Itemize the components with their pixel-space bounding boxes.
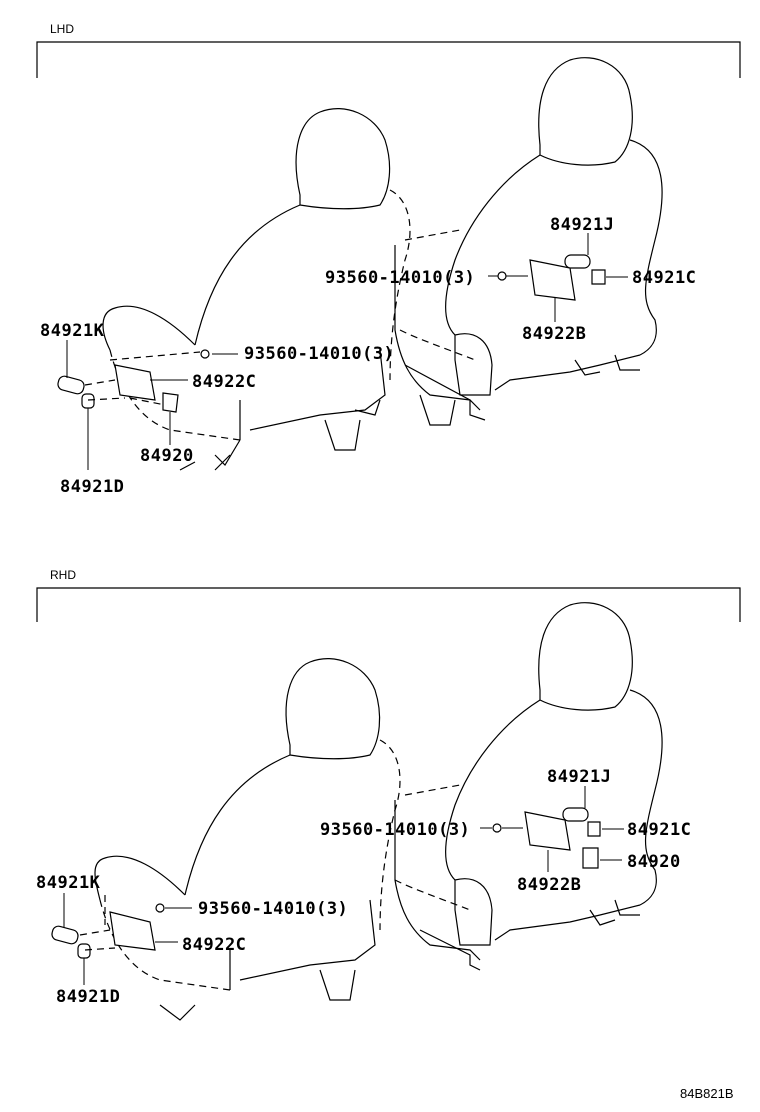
seat-right-lhd	[394, 57, 663, 426]
headrest	[538, 602, 633, 711]
switch-84922B	[524, 811, 571, 851]
label-93560-right-rhd: 93560-14010(3)	[320, 820, 470, 840]
figure-code: 84B821B	[680, 1086, 734, 1101]
seat-base	[419, 899, 640, 971]
cushion-dashed	[399, 229, 476, 361]
knob-84921C	[591, 269, 606, 285]
section-lhd: LHD	[36, 22, 741, 497]
parts-left-rhd	[51, 893, 192, 985]
seatback-front	[445, 154, 541, 336]
label-84920-lhd: 84920	[140, 446, 194, 466]
cushion-top	[94, 855, 186, 901]
label-84922B-lhd: 84922B	[522, 324, 586, 344]
section-rhd: RHD	[36, 568, 741, 1021]
headrest	[538, 57, 633, 166]
knob-84921K	[57, 375, 85, 395]
label-84921D-lhd: 84921D	[60, 477, 124, 497]
knob-84921J	[564, 254, 591, 269]
seat-left-lhd	[102, 108, 411, 471]
seat-bottom	[494, 354, 641, 391]
headrest	[295, 108, 391, 210]
leader-lines	[66, 340, 238, 470]
seatback-rear	[629, 689, 663, 906]
section-label-rhd: RHD	[50, 568, 76, 582]
label-93560-left-lhd: 93560-14010(3)	[244, 344, 394, 364]
seat-bottom	[494, 904, 641, 941]
seat-base	[159, 950, 356, 1021]
knob-84921C	[587, 821, 601, 837]
label-84920-rhd: 84920	[627, 852, 681, 872]
seatback-rear	[629, 139, 663, 356]
label-84922C-rhd: 84922C	[182, 935, 246, 955]
knob-84921D	[81, 393, 95, 409]
leader-lines	[63, 893, 192, 985]
knob-84921D	[77, 943, 91, 959]
label-93560-left-rhd: 93560-14010(3)	[198, 899, 348, 919]
label-84921K-lhd: 84921K	[40, 321, 105, 341]
section-label-lhd: LHD	[50, 22, 74, 36]
knob-84921J	[562, 807, 589, 822]
headrest	[285, 658, 381, 760]
cushion-side-dashed	[99, 899, 231, 991]
screw-icon	[200, 349, 210, 359]
assembly-dashes	[79, 895, 116, 951]
assembly-dashes	[84, 351, 201, 406]
seatback-front	[194, 204, 301, 346]
leader-lines	[480, 786, 624, 872]
seat-base	[214, 399, 381, 466]
label-84922C-lhd: 84922C	[192, 372, 256, 392]
seat-frame-lower	[249, 349, 386, 431]
label-84921J-rhd: 84921J	[547, 767, 611, 787]
lumbar-switch-84920	[162, 392, 179, 413]
label-84921K-rhd: 84921K	[36, 873, 101, 893]
screw-icon	[492, 823, 502, 833]
seat-base	[404, 354, 640, 426]
seat-frame-lower	[239, 899, 376, 981]
switch-84922C	[114, 364, 156, 401]
label-84921D-rhd: 84921D	[56, 987, 120, 1007]
seat-right-rhd	[394, 602, 663, 971]
switch-84922B	[529, 259, 576, 301]
screw-icon	[155, 903, 165, 913]
label-84921C-rhd: 84921C	[627, 820, 691, 840]
seatback-front	[184, 754, 291, 896]
seat-foot	[179, 454, 231, 471]
screw-icon	[497, 271, 507, 281]
label-84921C-lhd: 84921C	[632, 268, 696, 288]
label-84922B-rhd: 84922B	[517, 875, 581, 895]
parts-right-lhd	[488, 233, 628, 322]
lumbar-switch-84920	[582, 847, 599, 869]
knob-84921K	[51, 925, 79, 945]
parts-left-lhd	[57, 340, 238, 470]
seatback-side-dashed	[389, 189, 411, 381]
section-bracket-lhd	[36, 41, 741, 78]
side-cover	[454, 333, 493, 396]
label-84921J-lhd: 84921J	[550, 215, 614, 235]
leader-lines	[488, 233, 628, 322]
cushion-dashed	[394, 784, 471, 911]
cushion-side	[394, 245, 481, 411]
cushion-side	[394, 800, 481, 961]
section-bracket-rhd	[36, 587, 741, 622]
cushion-top	[102, 305, 196, 351]
seatback-front	[445, 699, 541, 881]
parts-right-rhd	[480, 786, 624, 872]
cushion-side-dashed	[109, 349, 241, 441]
label-93560-right-lhd: 93560-14010(3)	[325, 268, 475, 288]
switch-84922C	[109, 911, 156, 951]
side-cover	[454, 878, 493, 946]
